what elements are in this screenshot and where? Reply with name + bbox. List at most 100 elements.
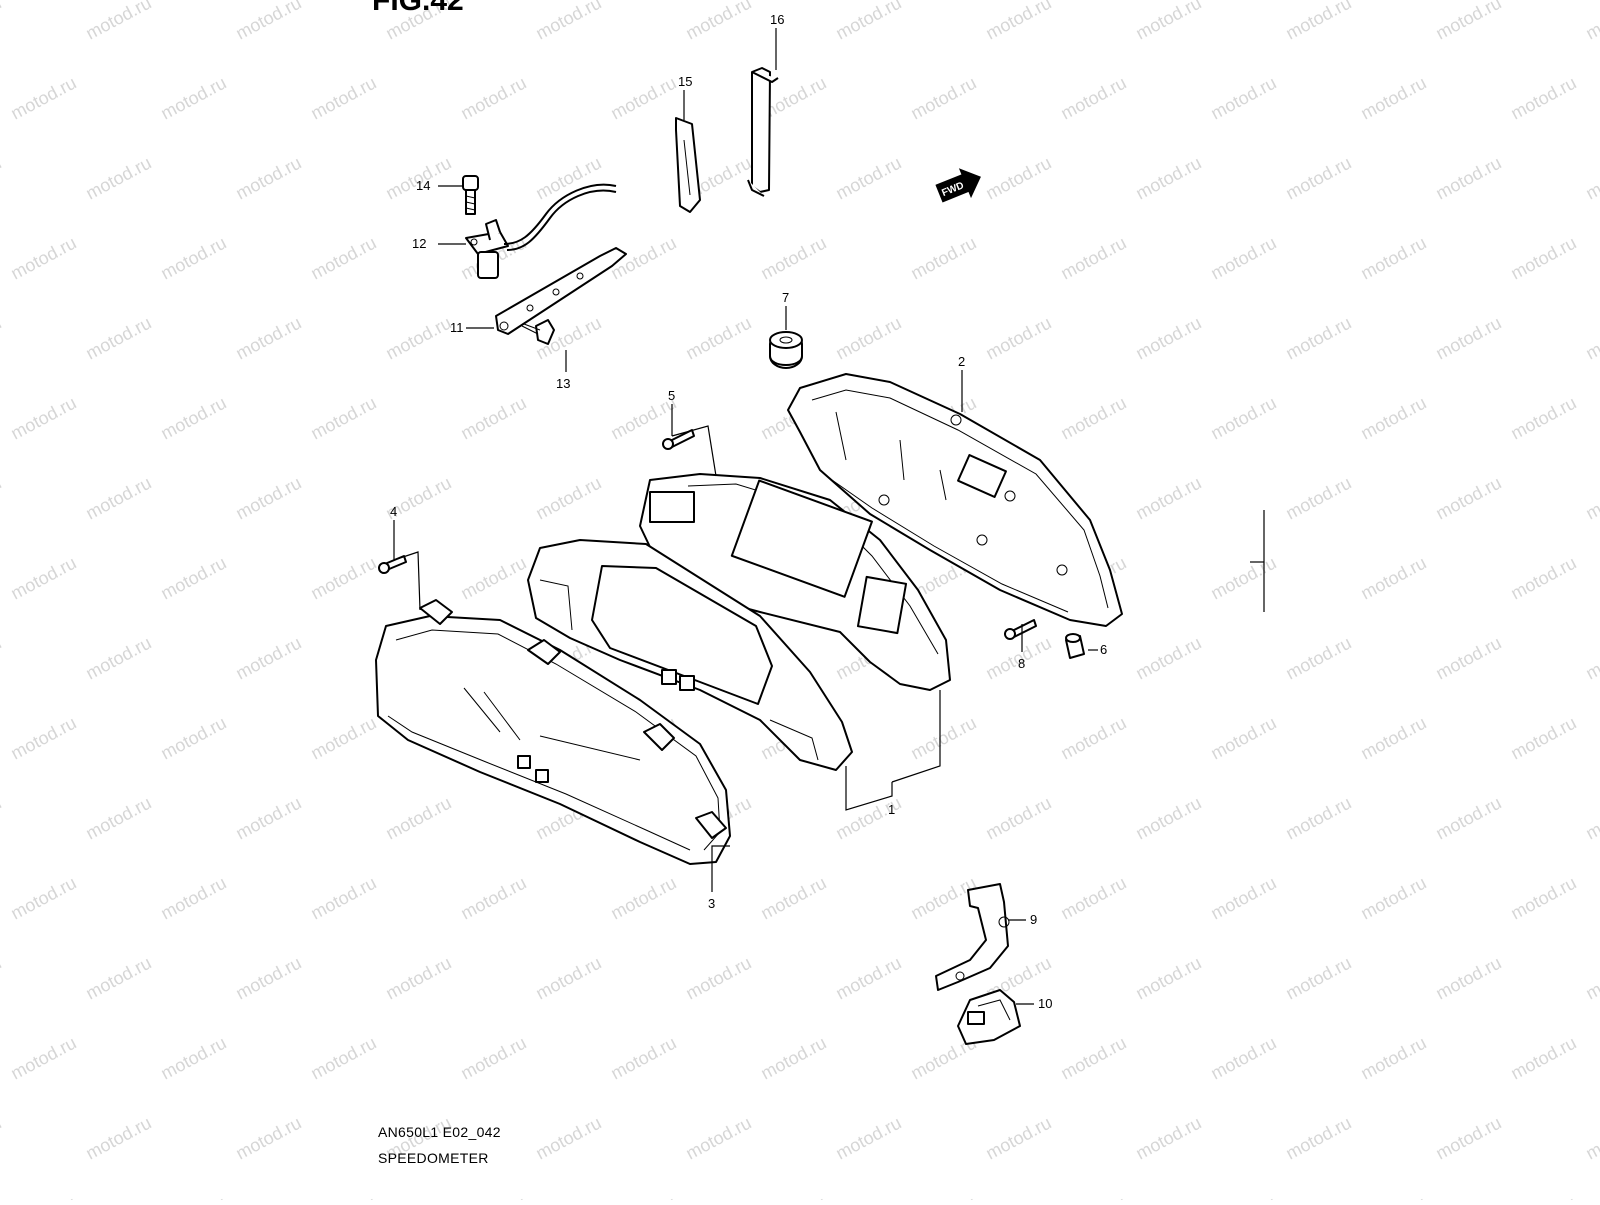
watermark: motod.ru [0, 953, 5, 1004]
callout-8: 8 [1018, 656, 1025, 671]
watermark: motod.ru [457, 873, 529, 924]
watermark: motod.ru [1582, 153, 1600, 204]
watermark: motod.ru [82, 313, 154, 364]
watermark: motod.ru [1057, 73, 1129, 124]
watermark: motod.ru [832, 953, 904, 1004]
watermark: motod.ru [832, 0, 904, 44]
watermark: motod.ru [532, 953, 604, 1004]
watermark: motod.ru [1432, 793, 1504, 844]
watermark: motod.ru [1207, 73, 1279, 124]
watermark: motod.ru [232, 953, 304, 1004]
part-2-lower-case [787, 373, 1123, 627]
watermark: motod.ru [307, 713, 379, 764]
watermark: motod.ru [1582, 793, 1600, 844]
watermark: motod.ru [1507, 1033, 1579, 1084]
part-15-strap [675, 117, 701, 213]
watermark: motod.ru [232, 313, 304, 364]
watermark: motod.ru [157, 1193, 229, 1200]
part-13-bolt [521, 319, 555, 345]
watermark: motod.ru [157, 233, 229, 284]
watermark: motod.ru [982, 1113, 1054, 1164]
watermark: motod.ru [1507, 1193, 1579, 1200]
watermark: motod.ru [1207, 553, 1279, 604]
watermark: motod.ru [307, 73, 379, 124]
watermark: motod.ru [1132, 1113, 1204, 1164]
watermark: motod.ru [757, 233, 829, 284]
watermark: motod.ru [1057, 233, 1129, 284]
watermark: motod.ru [1432, 0, 1504, 44]
part-3-front-cover [375, 599, 731, 865]
callout-4: 4 [390, 504, 397, 519]
watermark: motod.ru [757, 1193, 829, 1200]
watermark: motod.ru [232, 1113, 304, 1164]
watermark: motod.ru [532, 1113, 604, 1164]
callout-11: 11 [450, 320, 464, 335]
watermark: motod.ru [1582, 633, 1600, 684]
watermark: motod.ru [907, 73, 979, 124]
watermark: motod.ru [1282, 793, 1354, 844]
watermark: motod.ru [982, 313, 1054, 364]
watermark: motod.ru [1207, 713, 1279, 764]
watermark: motod.ru [1357, 233, 1429, 284]
watermark: motod.ru [82, 953, 154, 1004]
watermark: motod.ru [307, 1033, 379, 1084]
watermark: motod.ru [1282, 1113, 1354, 1164]
watermark: motod.ru [82, 633, 154, 684]
watermark: motod.ru [832, 793, 904, 844]
watermark: motod.ru [82, 473, 154, 524]
part-9-bracket [935, 883, 1010, 991]
watermark: motod.ru [7, 1193, 79, 1200]
watermark: motod.ru [1432, 153, 1504, 204]
watermark: motod.ru [1132, 0, 1204, 44]
part-16-stay-rod [747, 67, 779, 197]
watermark: motod.ru [1582, 313, 1600, 364]
watermark: motod.ru [1132, 313, 1204, 364]
watermark: motod.ru [832, 1113, 904, 1164]
watermark: motod.ru [1357, 1033, 1429, 1084]
watermark: motod.ru [0, 793, 5, 844]
callout-5: 5 [668, 388, 675, 403]
watermark: motod.ru [1057, 393, 1129, 444]
watermark: motod.ru [232, 793, 304, 844]
callout-9: 9 [1030, 912, 1037, 927]
watermark: motod.ru [457, 73, 529, 124]
watermark: motod.ru [1057, 873, 1129, 924]
watermark: motod.ru [1432, 953, 1504, 1004]
watermark: motod.ru [1207, 393, 1279, 444]
watermark: motod.ru [0, 473, 5, 524]
watermark: motod.ru [7, 873, 79, 924]
watermark: motod.ru [0, 313, 5, 364]
watermark: motod.ru [82, 1113, 154, 1164]
watermark: motod.ru [0, 633, 5, 684]
callout-1: 1 [888, 802, 895, 817]
callout-3: 3 [708, 896, 715, 911]
watermark: motod.ru [1507, 873, 1579, 924]
watermark: motod.ru [982, 153, 1054, 204]
watermark: motod.ru [682, 1113, 754, 1164]
watermark: motod.ru [1207, 1033, 1279, 1084]
watermark: motod.ru [307, 553, 379, 604]
watermark: motod.ru [1357, 873, 1429, 924]
figure-title: FIG.42 [372, 0, 464, 17]
watermark: motod.ru [1357, 553, 1429, 604]
watermark: motod.ru [1057, 1033, 1129, 1084]
watermark: motod.ru [307, 1193, 379, 1200]
watermark: motod.ru [1507, 713, 1579, 764]
watermark: motod.ru [457, 393, 529, 444]
watermark: motod.ru [1282, 153, 1354, 204]
section-name: SPEEDOMETER [378, 1150, 489, 1166]
watermark: motod.ru [0, 1113, 5, 1164]
watermark: motod.ru [82, 793, 154, 844]
watermark: motod.ru [757, 1033, 829, 1084]
watermark: motod.ru [682, 0, 754, 44]
watermark: motod.ru [907, 713, 979, 764]
watermark: motod.ru [1057, 1193, 1129, 1200]
callout-15: 15 [678, 74, 692, 89]
leader-lines [393, 28, 1265, 1005]
callout-14: 14 [416, 178, 430, 193]
watermark: motod.ru [1282, 313, 1354, 364]
watermark: motod.ru [232, 633, 304, 684]
watermark: motod.ru [7, 73, 79, 124]
